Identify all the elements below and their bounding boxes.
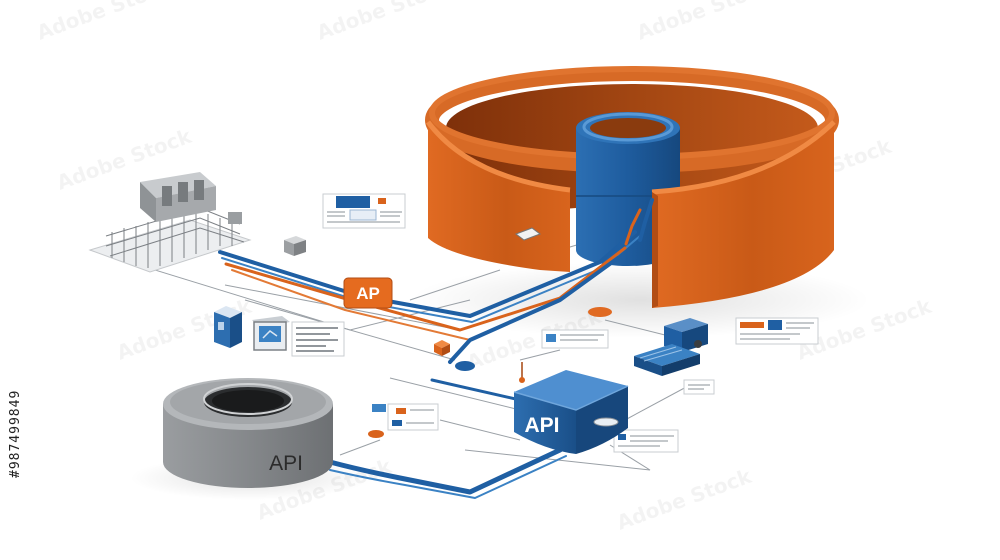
info-card-top (322, 193, 406, 229)
small-orange-cube (434, 340, 450, 356)
svg-text:Adobe Stock: Adobe Stock (34, 0, 176, 45)
info-card-bottom-left (368, 403, 439, 438)
api-drum-label: API (269, 452, 303, 475)
industrial-plant-icon (88, 172, 252, 273)
stock-id-label: #987499849 (8, 389, 23, 478)
api-block-label: API (524, 414, 559, 437)
info-card-bottom-right (613, 429, 679, 453)
api-block: API (513, 370, 629, 454)
orange-ring-front-right (651, 120, 836, 308)
info-card-right (735, 317, 819, 345)
info-card-mid (541, 329, 609, 349)
ring-chip-icon (514, 227, 542, 241)
data-pipes (218, 198, 654, 499)
blue-disc-marker (455, 361, 475, 371)
info-card-right-lower (683, 379, 715, 395)
ap-tag-label: AP (356, 284, 380, 303)
orange-pin-marker (519, 362, 525, 383)
small-server-icon (284, 236, 306, 256)
orange-disc-marker (588, 307, 612, 317)
ap-tag: AP (343, 277, 393, 309)
svg-text:Adobe Stock: Adobe Stock (614, 464, 756, 535)
api-drum: API (163, 378, 333, 488)
server-monitor-icon (214, 306, 290, 351)
svg-text:Adobe Stock: Adobe Stock (634, 0, 776, 45)
svg-text:Adobe Stock: Adobe Stock (314, 0, 456, 45)
info-card-left (291, 321, 345, 357)
right-server-stack-icon (634, 318, 708, 376)
